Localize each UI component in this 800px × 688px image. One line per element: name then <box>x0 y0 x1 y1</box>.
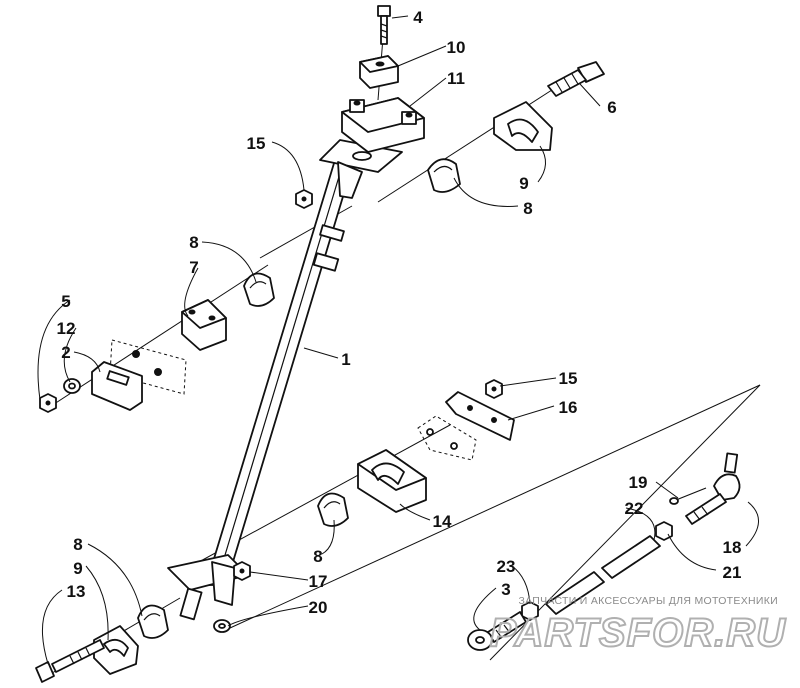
callout-3: 3 <box>501 580 510 599</box>
bushing-8-upper <box>427 158 461 193</box>
cap-10 <box>359 55 399 89</box>
callout-22: 22 <box>625 499 644 518</box>
callout-labels: 4 10 11 6 15 9 8 8 7 5 12 2 1 15 16 14 8… <box>57 8 742 617</box>
mounting-surface-left <box>109 339 187 395</box>
block-14 <box>357 449 427 513</box>
callout-2: 2 <box>61 343 70 362</box>
watermark-brand: PARTSFOR.RU <box>490 611 786 655</box>
bushing-8-mid <box>317 492 349 527</box>
callout-1: 1 <box>341 350 350 369</box>
callout-13: 13 <box>67 582 86 601</box>
mounting-surface-right <box>417 415 477 461</box>
callout-9-lower: 9 <box>73 559 82 578</box>
jam-nut-21 <box>655 521 673 541</box>
callout-4: 4 <box>413 8 423 27</box>
bracket-7 <box>181 299 227 351</box>
callout-8-left: 8 <box>189 233 198 252</box>
bolt-4 <box>377 5 391 45</box>
bushing-8-lower <box>137 604 169 639</box>
plate-16 <box>445 391 515 441</box>
cotter-pin-19 <box>669 487 707 505</box>
nut-17 <box>233 561 251 581</box>
block-11 <box>341 97 425 153</box>
bushing-8-left <box>243 272 275 307</box>
callout-14: 14 <box>433 512 452 531</box>
callout-9-upper: 9 <box>519 174 528 193</box>
steering-post <box>167 139 403 621</box>
callout-15-upper: 15 <box>247 134 266 153</box>
callout-19: 19 <box>629 473 648 492</box>
watermark-tagline: ЗАПЧАСТИ И АКСЕССУАРЫ ДЛЯ МОТОТЕХНИКИ <box>518 595 778 607</box>
callout-20: 20 <box>309 598 328 617</box>
washer-12 <box>63 378 81 394</box>
callout-8-lower: 8 <box>73 535 82 554</box>
washer-20 <box>213 619 231 633</box>
nut-15-right <box>485 379 503 399</box>
leader-lines <box>37 15 759 665</box>
callout-6: 6 <box>607 98 616 117</box>
plate-2 <box>91 361 143 411</box>
tie-rod-end-18 <box>685 452 741 525</box>
callout-15-right: 15 <box>559 369 578 388</box>
watermark: ЗАПЧАСТИ И АКСЕССУАРЫ ДЛЯ МОТОТЕХНИКИ PA… <box>489 595 786 656</box>
callout-5: 5 <box>61 292 70 311</box>
callout-12: 12 <box>57 319 76 338</box>
bolt-13 <box>35 639 105 683</box>
callout-11: 11 <box>447 69 465 88</box>
callout-21: 21 <box>723 563 742 582</box>
callout-7: 7 <box>189 258 198 277</box>
bracket-9-upper <box>493 101 553 151</box>
bolt-6 <box>547 61 605 97</box>
nut-5 <box>39 393 57 413</box>
bracket-9-lower <box>93 625 139 675</box>
callout-10: 10 <box>447 38 466 57</box>
tie-rod-22 <box>545 535 661 615</box>
callout-18: 18 <box>723 538 742 557</box>
nut-15-upper <box>295 189 313 209</box>
callout-8-mid: 8 <box>313 547 322 566</box>
callout-8-upper: 8 <box>523 199 532 218</box>
callout-16: 16 <box>559 398 578 417</box>
tie-rod-end-3 <box>467 611 527 651</box>
callout-23: 23 <box>497 557 516 576</box>
callout-17: 17 <box>309 572 328 591</box>
